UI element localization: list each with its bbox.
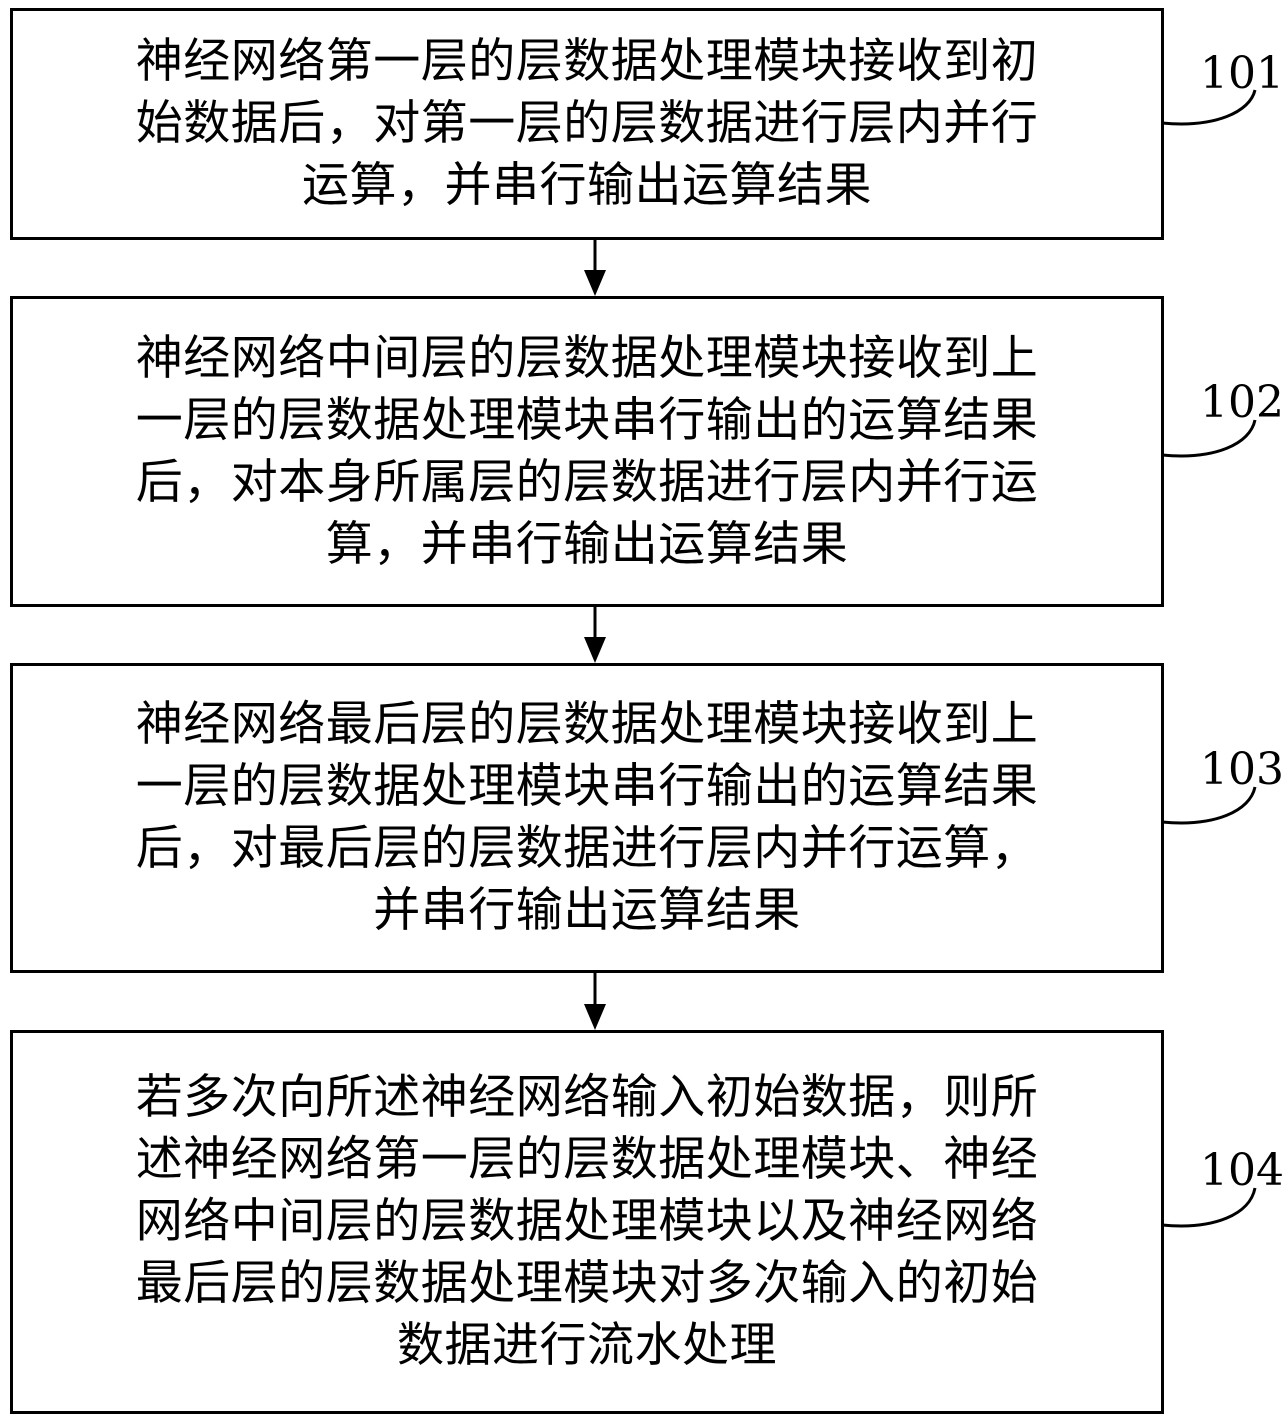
arrow-101-to-102: [584, 240, 606, 296]
step-line: 数据进行流水处理: [397, 1318, 777, 1373]
step-text-101: 神经网络第一层的层数据处理模块接收到初 始数据后，对第一层的层数据进行层内并行 …: [118, 31, 1057, 217]
step-number-104: 104: [1200, 1145, 1282, 1196]
step-line: 神经网络第一层的层数据处理模块接收到初: [135, 34, 1039, 89]
step-line: 始数据后，对第一层的层数据进行层内并行: [135, 96, 1039, 151]
step-text-104: 若多次向所述神经网络输入初始数据，则所 述神经网络第一层的层数据处理模块、神经 …: [118, 1067, 1057, 1377]
step-line: 运算，并串行输出运算结果: [302, 158, 872, 213]
leader-line-103: [1161, 786, 1257, 825]
step-number-101: 101: [1200, 48, 1282, 99]
step-line: 神经网络最后层的层数据处理模块接收到上: [135, 697, 1039, 752]
step-line: 述神经网络第一层的层数据处理模块、神经: [135, 1132, 1039, 1187]
step-line: 神经网络中间层的层数据处理模块接收到上: [135, 330, 1039, 386]
step-box-104: 若多次向所述神经网络输入初始数据，则所 述神经网络第一层的层数据处理模块、神经 …: [10, 1030, 1164, 1414]
step-box-102: 神经网络中间层的层数据处理模块接收到上 一层的层数据处理模块串行输出的运算结果 …: [10, 296, 1164, 607]
step-line: 并串行输出运算结果: [373, 883, 801, 938]
leader-line-102: [1161, 419, 1257, 458]
step-line: 一层的层数据处理模块串行输出的运算结果: [135, 392, 1039, 448]
leader-line-101: [1161, 89, 1257, 126]
arrow-102-to-103: [584, 607, 606, 663]
step-line: 一层的层数据处理模块串行输出的运算结果: [135, 759, 1039, 814]
leader-line-104: [1161, 1187, 1257, 1228]
step-line: 若多次向所述神经网络输入初始数据，则所: [135, 1070, 1039, 1125]
step-box-101: 神经网络第一层的层数据处理模块接收到初 始数据后，对第一层的层数据进行层内并行 …: [10, 8, 1164, 240]
step-number-103: 103: [1200, 744, 1282, 795]
arrow-103-to-104: [584, 973, 606, 1030]
step-number-102: 102: [1200, 377, 1282, 428]
step-line: 最后层的层数据处理模块对多次输入的初始: [135, 1256, 1039, 1311]
step-line: 算，并串行输出运算结果: [325, 516, 849, 572]
step-text-102: 神经网络中间层的层数据处理模块接收到上 一层的层数据处理模块串行输出的运算结果 …: [118, 328, 1057, 576]
step-line: 网络中间层的层数据处理模块以及神经网络: [135, 1194, 1039, 1249]
step-box-103: 神经网络最后层的层数据处理模块接收到上 一层的层数据处理模块串行输出的运算结果 …: [10, 663, 1164, 973]
step-text-103: 神经网络最后层的层数据处理模块接收到上 一层的层数据处理模块串行输出的运算结果 …: [118, 694, 1057, 942]
step-line: 后，对最后层的层数据进行层内并行运算，: [135, 821, 1039, 876]
step-line: 后，对本身所属层的层数据进行层内并行运: [135, 454, 1039, 510]
